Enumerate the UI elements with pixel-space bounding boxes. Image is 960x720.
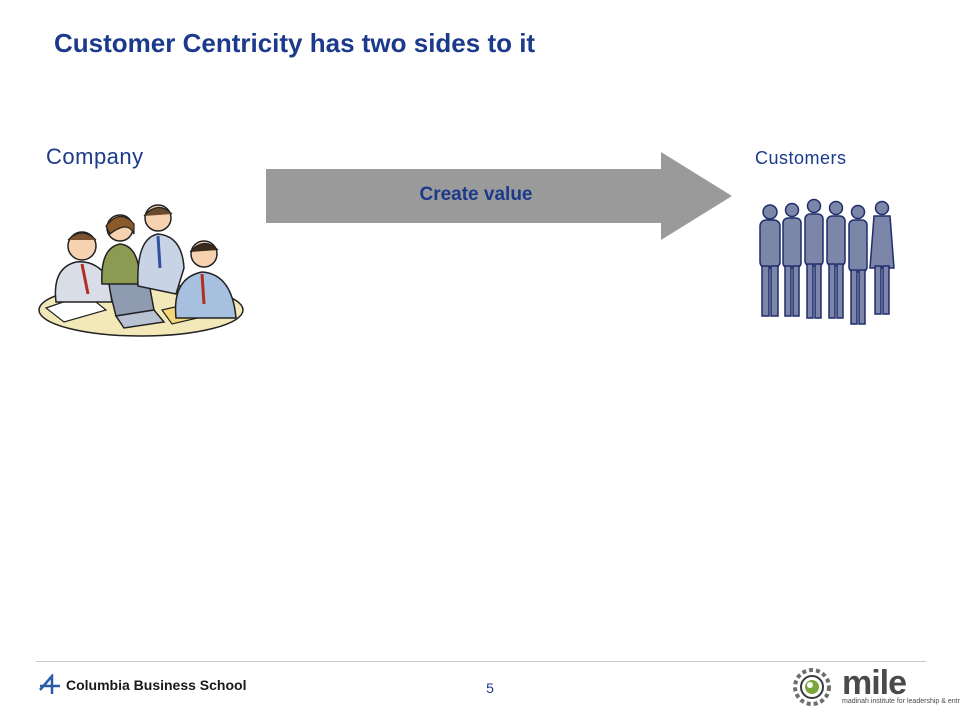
partner-logo-subtitle: madinah institute for leadership & entre…: [842, 698, 960, 705]
columbia-business-school-logo: Columbia Business School: [38, 674, 246, 696]
company-label: Company: [46, 144, 144, 169]
arrow-label: Create value: [419, 184, 533, 205]
customers-label: Customers: [755, 148, 847, 168]
mile-logo: mile madinah institute for leadership & …: [792, 664, 960, 707]
create-value-arrow: [266, 152, 732, 240]
partner-logo-text: mile: [842, 664, 907, 702]
footer-divider: [36, 661, 926, 662]
business-team-illustration: [38, 204, 244, 337]
columbia-crown-icon: [39, 674, 60, 694]
page-number: 5: [486, 680, 494, 696]
school-name: Columbia Business School: [66, 677, 247, 693]
slide-title: Customer Centricity has two sides to it: [54, 28, 536, 58]
gear-emblem-icon: [793, 668, 831, 706]
customers-group-illustration: [759, 198, 895, 325]
